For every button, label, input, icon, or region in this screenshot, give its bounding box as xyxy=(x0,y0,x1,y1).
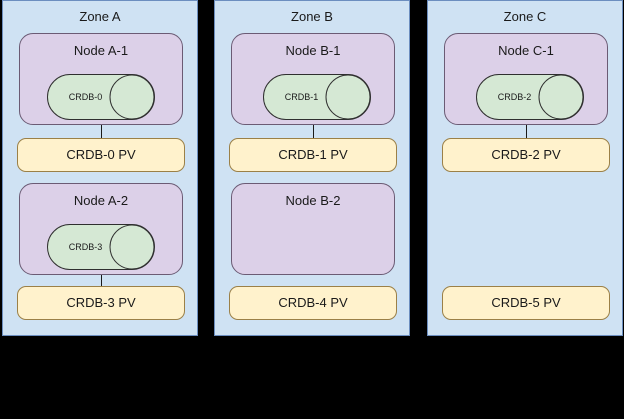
cylinder-shape-icon xyxy=(476,74,584,120)
persistent-volume-box[interactable]: CRDB-2 PV xyxy=(442,138,610,172)
node-box[interactable]: Node B-2 xyxy=(231,183,395,275)
pod-to-pv-connector xyxy=(313,125,314,138)
node-label: Node B-2 xyxy=(285,193,341,208)
persistent-volume-label: CRDB-0 PV xyxy=(66,147,136,162)
crdb-pod-cylinder[interactable]: CRDB-2 xyxy=(476,74,584,120)
pod-to-pv-connector xyxy=(101,125,102,138)
crdb-pod-cylinder[interactable]: CRDB-0 xyxy=(47,74,155,120)
node-label: Node A-2 xyxy=(73,193,129,208)
persistent-volume-box[interactable]: CRDB-4 PV xyxy=(229,286,397,320)
persistent-volume-label: CRDB-2 PV xyxy=(491,147,561,162)
persistent-volume-label: CRDB-1 PV xyxy=(278,147,348,162)
zone-title: Zone A xyxy=(79,9,121,24)
persistent-volume-box[interactable]: CRDB-0 PV xyxy=(17,138,185,172)
pod-to-pv-connector xyxy=(526,125,527,138)
persistent-volume-box[interactable]: CRDB-5 PV xyxy=(442,286,610,320)
node-label: Node B-1 xyxy=(285,43,341,58)
persistent-volume-label: CRDB-3 PV xyxy=(66,295,136,310)
crdb-pod-cylinder[interactable]: CRDB-3 xyxy=(47,224,155,270)
persistent-volume-box[interactable]: CRDB-1 PV xyxy=(229,138,397,172)
persistent-volume-box[interactable]: CRDB-3 PV xyxy=(17,286,185,320)
crdb-pod-cylinder[interactable]: CRDB-1 xyxy=(263,74,371,120)
node-label: Node C-1 xyxy=(498,43,554,58)
persistent-volume-label: CRDB-5 PV xyxy=(491,295,561,310)
node-label: Node A-1 xyxy=(73,43,129,58)
cylinder-shape-icon xyxy=(47,224,155,270)
zone-title: Zone C xyxy=(503,9,547,24)
zone-title: Zone B xyxy=(291,9,333,24)
cylinder-shape-icon xyxy=(263,74,371,120)
pod-to-pv-connector xyxy=(101,275,102,286)
cylinder-shape-icon xyxy=(47,74,155,120)
persistent-volume-label: CRDB-4 PV xyxy=(278,295,348,310)
